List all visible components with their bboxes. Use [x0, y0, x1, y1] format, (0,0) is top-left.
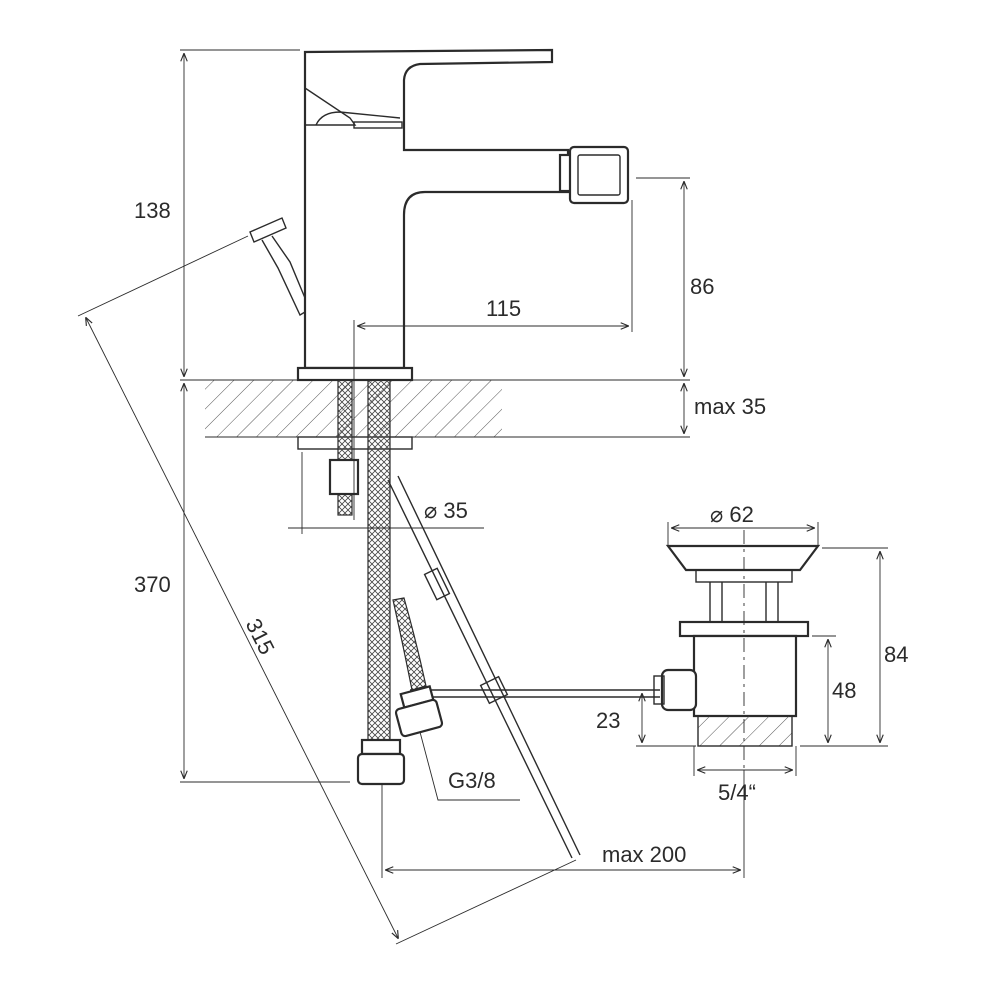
label-waste-diameter: ⌀ 62: [710, 502, 754, 527]
label-rod-reach: max 200: [602, 842, 686, 867]
label-rod-length: 315: [241, 614, 280, 658]
label-counter-thickness: max 35: [694, 394, 766, 419]
supply-hose-left: [356, 379, 406, 786]
dimension-lines: [77, 49, 888, 945]
pop-up-knob: [249, 217, 306, 316]
countertop-section: [180, 379, 690, 438]
label-waste-thread: 5/4“: [718, 780, 756, 805]
label-total-height: 370: [134, 572, 171, 597]
label-hole-diameter: ⌀ 35: [424, 498, 468, 523]
label-spout-height: 86: [690, 274, 714, 299]
label-hose-thread: G3/8: [448, 768, 496, 793]
label-waste-thread-height: 48: [832, 678, 856, 703]
dimension-labels: 138 86 115 max 35 ⌀ 35 370 315 ⌀ 62 84 4…: [134, 198, 908, 867]
pop-up-rod: [387, 475, 660, 859]
pop-up-waste: [653, 530, 821, 770]
label-link-height: 23: [596, 708, 620, 733]
label-waste-height: 84: [884, 642, 908, 667]
label-reach: 115: [486, 296, 521, 321]
label-height-top: 138: [134, 198, 171, 223]
supply-hose-right: [392, 597, 444, 738]
bidet-spout: [558, 145, 630, 205]
